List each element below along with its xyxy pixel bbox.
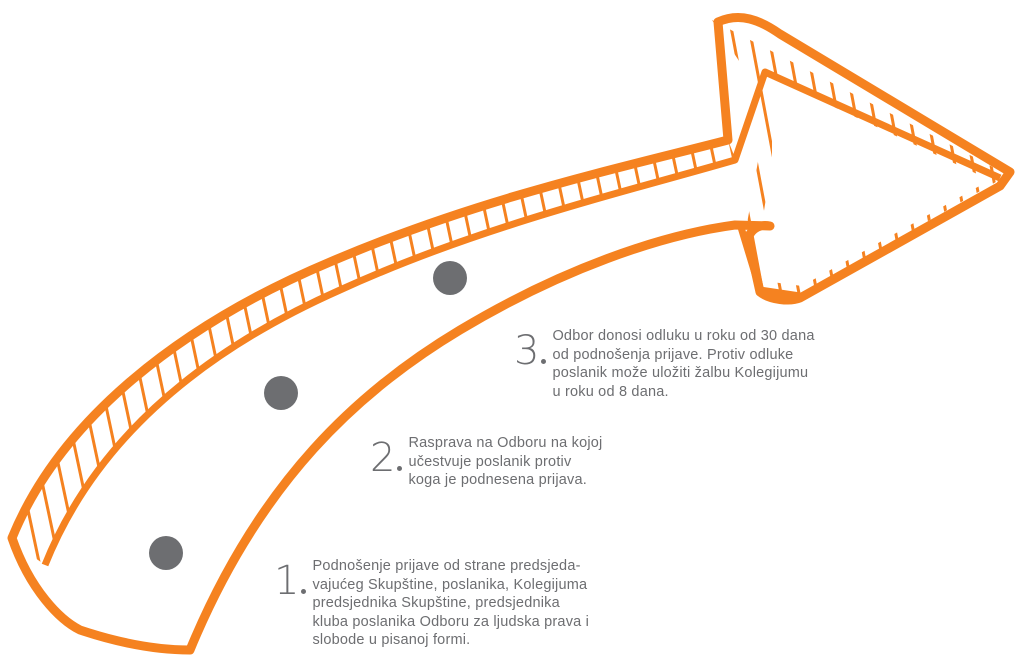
step-2: 2 Rasprava na Odboru na kojoj učestvuje … [370,434,602,490]
step-marker-3 [433,261,467,295]
step-3: 3 Odbor donosi odluku u roku od 30 dana … [514,327,815,401]
band-hatch-line [0,0,80,661]
step-1-text: Podnošenje prijave od strane predsjeda- … [312,557,589,650]
step-3-text: Odbor donosi odluku u roku od 30 dana od… [552,327,814,401]
step-1-number: 1 [274,561,306,601]
step-1: 1 Podnošenje prijave od strane predsjeda… [274,557,589,650]
step-2-number: 2 [370,438,402,478]
band-hatch-line [20,0,160,661]
band-hatch-line [0,0,60,661]
step-2-text: Rasprava na Odboru na kojoj učestvuje po… [408,434,602,490]
head-hatch-line [996,0,1019,320]
step-marker-1 [149,536,183,570]
band-hatch-line [120,0,260,661]
head-hatch-line [1014,0,1019,320]
step-3-number: 3 [514,331,546,371]
step-marker-2 [264,376,298,410]
